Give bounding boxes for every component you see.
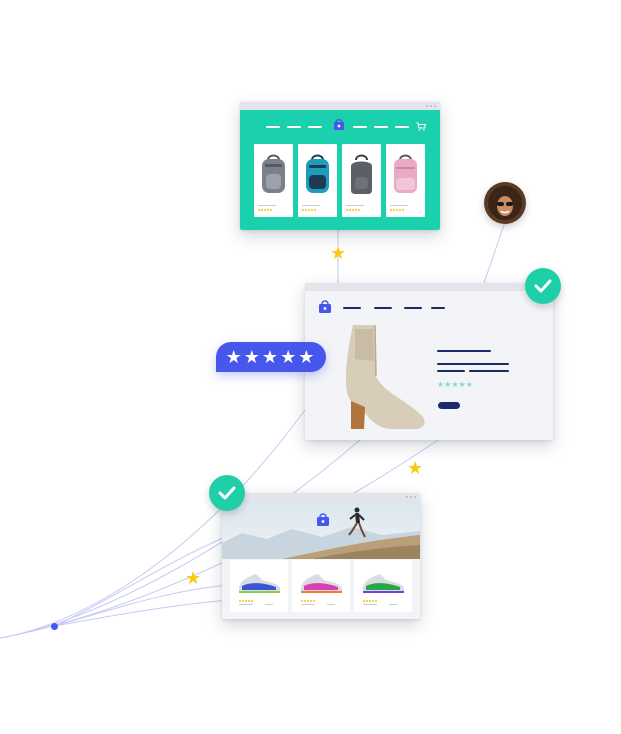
window-titlebar (240, 102, 440, 110)
window-titlebar (305, 283, 553, 291)
product-card[interactable] (254, 144, 293, 217)
star-icon: ★ (407, 458, 424, 478)
runner-icon (348, 507, 366, 538)
nav-link[interactable] (404, 307, 422, 309)
checkmark-icon (534, 279, 552, 293)
nav-link[interactable] (374, 307, 392, 309)
window-titlebar (222, 493, 420, 501)
product-card[interactable] (298, 144, 337, 217)
product-desc-line (469, 370, 509, 372)
product-card[interactable] (354, 560, 412, 612)
landing-window (222, 493, 420, 619)
hero-banner (222, 501, 420, 559)
product-desc-line (437, 370, 465, 372)
sneaker-pink-icon (301, 574, 342, 593)
rating-stars: ★★★★★ (225, 347, 317, 367)
shopping-bag-icon[interactable] (318, 299, 332, 314)
product-title-line (437, 350, 491, 352)
backpack-dark-icon (351, 154, 372, 194)
product-card[interactable] (230, 560, 288, 612)
star-icon: ★ (185, 568, 202, 588)
nav-link[interactable] (343, 307, 361, 309)
star-icon: ★ (330, 243, 347, 263)
check-badge (209, 475, 245, 511)
backpack-gray-icon (262, 154, 285, 193)
product-desc-line (437, 363, 509, 365)
buy-button[interactable] (438, 402, 460, 409)
avatar (484, 182, 526, 224)
rating-badge: ★★★★★ (216, 342, 326, 372)
shopping-bag-icon[interactable] (316, 512, 330, 527)
product-card[interactable] (292, 560, 350, 612)
product-detail-window: ★★★★★ (305, 283, 553, 440)
sneaker-green-icon (363, 574, 404, 593)
product-card[interactable] (386, 144, 425, 217)
product-card[interactable] (342, 144, 381, 217)
catalog-nav (240, 110, 440, 138)
sneaker-blue-icon (239, 574, 280, 593)
origin-node (51, 623, 58, 630)
user-photo-icon (484, 182, 526, 224)
check-badge (525, 268, 561, 304)
cart-icon[interactable] (416, 122, 426, 131)
backpack-pink-icon (394, 154, 417, 193)
backpack-teal-icon (306, 154, 329, 193)
ankle-boot-icon (345, 324, 425, 429)
shopping-bag-icon[interactable] (333, 118, 345, 131)
nav-link[interactable] (431, 307, 445, 309)
checkmark-icon (218, 486, 236, 500)
catalog-window (240, 102, 440, 230)
product-rating-stars: ★★★★★ (437, 380, 473, 389)
